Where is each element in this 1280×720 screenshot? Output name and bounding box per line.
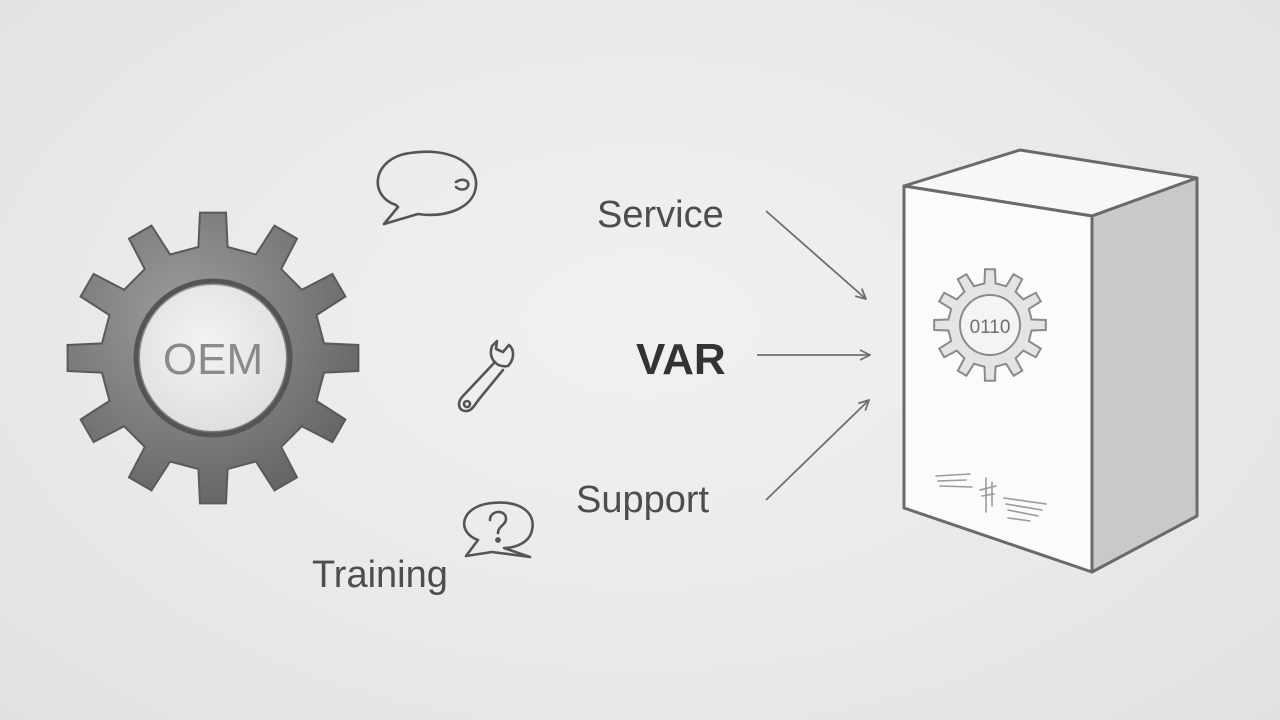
box-markings xyxy=(935,473,1047,522)
var-label: VAR xyxy=(636,335,726,384)
arrow-service xyxy=(765,210,866,299)
support-label: Support xyxy=(576,479,710,521)
question-bubble-icon xyxy=(462,501,534,559)
speech-bubble-icon xyxy=(376,150,478,226)
service-label: Service xyxy=(597,194,724,236)
oem-label: OEM xyxy=(163,335,263,384)
wrench-icon xyxy=(457,339,515,413)
box-gear-emblem: 0110 xyxy=(933,268,1047,382)
arrows xyxy=(757,210,870,501)
oem-gear: OEM xyxy=(66,211,360,505)
product-box: 0110 xyxy=(902,148,1199,574)
box-gear-label: 0110 xyxy=(970,317,1011,338)
training-label: Training xyxy=(312,554,448,596)
arrow-support xyxy=(765,400,869,501)
